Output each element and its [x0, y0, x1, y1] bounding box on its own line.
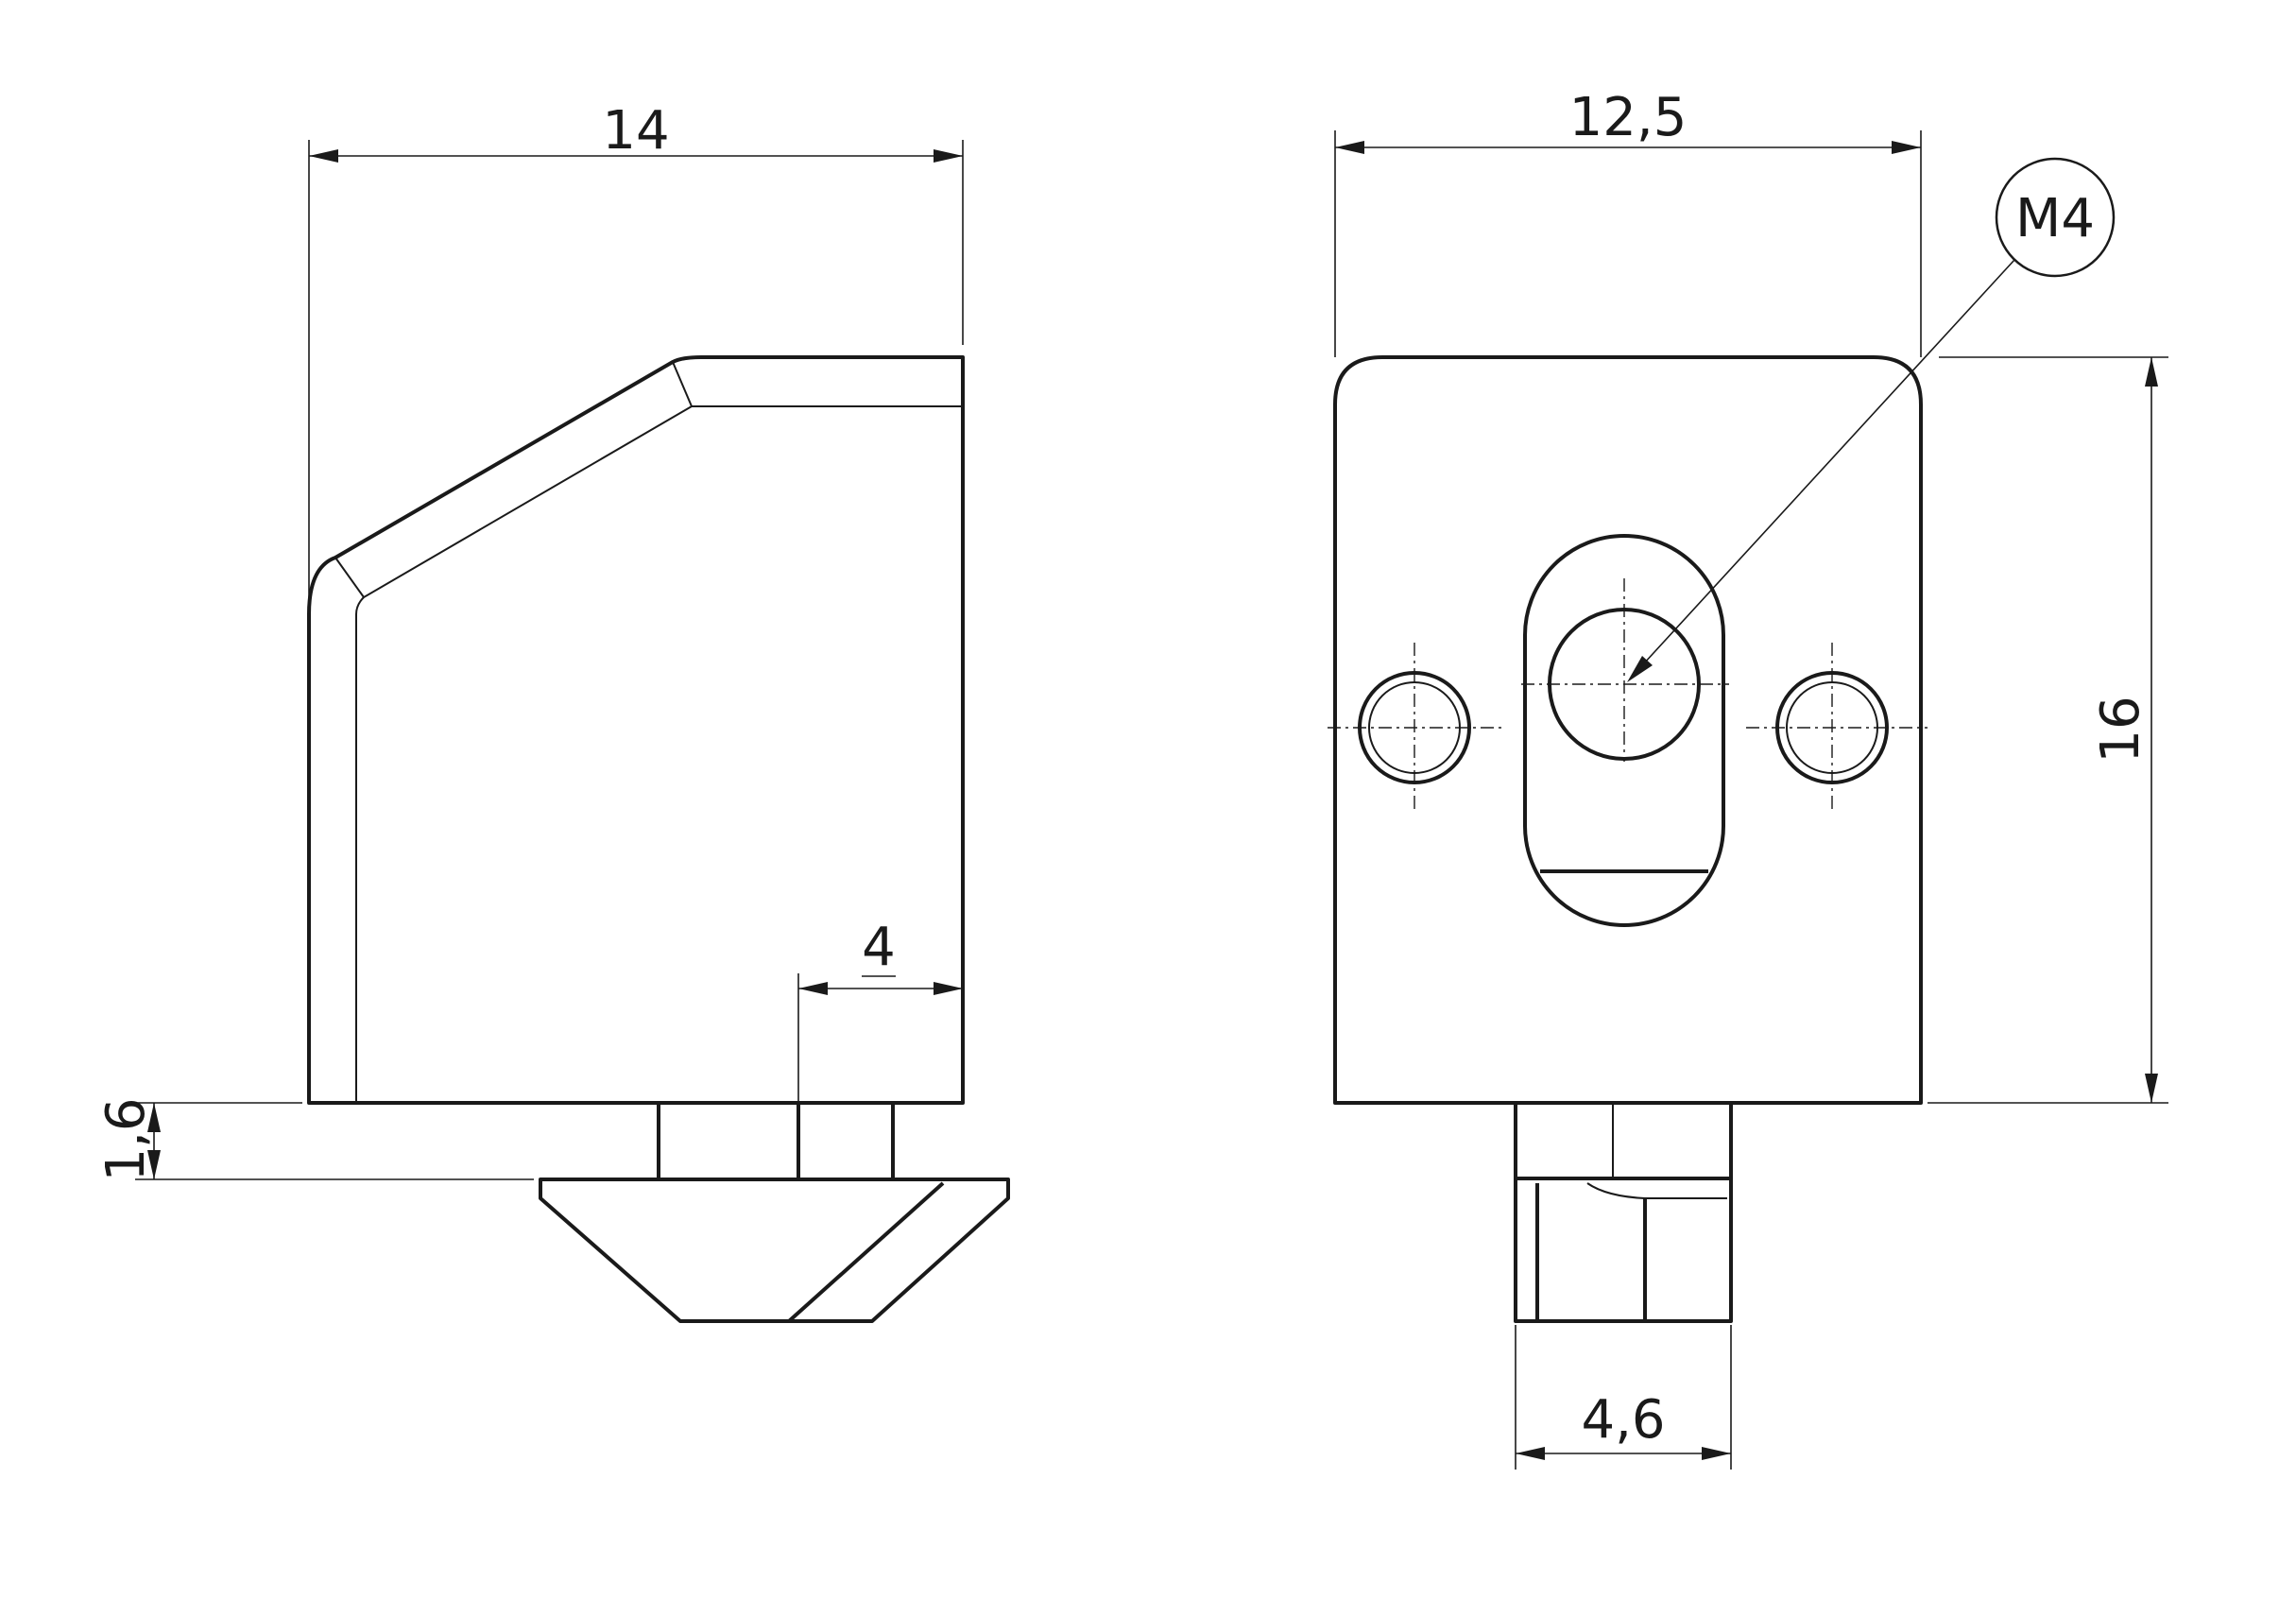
side-chamfer-line	[355, 405, 963, 1103]
dim16-arrow-bottom	[147, 1150, 161, 1179]
side-chamfer-edge-bottom	[334, 557, 365, 598]
front-body-outline	[1333, 355, 1923, 1105]
front-nut-curve	[1586, 1182, 1727, 1199]
dim16v-arrow-top	[2145, 357, 2158, 387]
dim46-arrow-left	[1516, 1447, 1545, 1460]
dim46-arrow-right	[1702, 1447, 1731, 1460]
side-nut-head	[539, 1178, 1010, 1323]
dim46-label: 4,6	[1581, 1389, 1665, 1451]
dim125-arrow-left	[1335, 141, 1364, 154]
dim14-arrow-right	[934, 149, 963, 163]
dim4-arrow-right	[934, 982, 963, 995]
side-body-outline	[307, 355, 965, 1105]
front-view: 12,5 16 4,6 M4	[1328, 87, 2168, 1470]
dim16-label: 1,6	[95, 1097, 157, 1181]
dim16v-label: 16	[2090, 696, 2151, 763]
m4-leader-line	[1632, 259, 2015, 677]
dim125-arrow-right	[1892, 141, 1921, 154]
side-nut-chamfer-line	[787, 1181, 945, 1323]
front-slot	[1523, 534, 1725, 927]
m4-callout-bubble	[1995, 157, 2116, 278]
side-view: 14 4 1,6	[95, 100, 1010, 1323]
dim16-arrow-top	[147, 1103, 161, 1132]
side-neck-right	[797, 1101, 895, 1181]
side-chamfer-edge-top	[672, 361, 693, 407]
dim4-label: 4	[862, 917, 896, 978]
dim125-label: 12,5	[1569, 87, 1688, 148]
side-neck-left	[657, 1101, 800, 1181]
m4-leader-arrow	[1627, 656, 1653, 682]
front-neck	[1514, 1101, 1733, 1180]
front-nut	[1514, 1177, 1733, 1323]
dim4-arrow-left	[798, 982, 828, 995]
dim16v-arrow-bottom	[2145, 1074, 2158, 1103]
dim14-arrow-left	[309, 149, 338, 163]
m4-callout-label: M4	[2015, 188, 2095, 249]
dim14-label: 14	[602, 100, 669, 162]
